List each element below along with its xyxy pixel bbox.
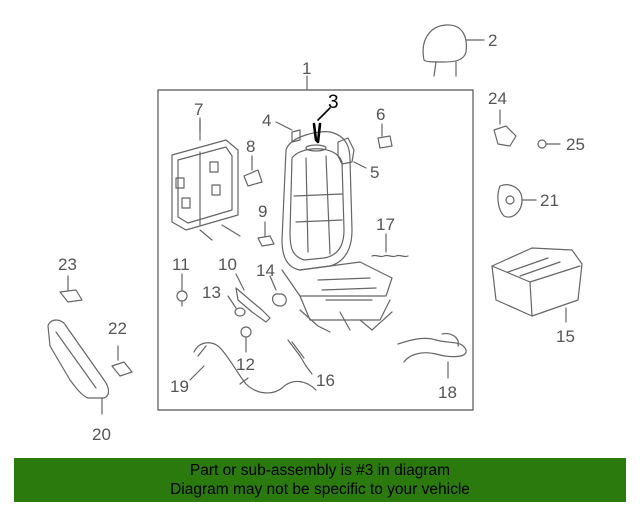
- callout-24: 24: [488, 89, 507, 108]
- callout-16: 16: [316, 371, 335, 390]
- part-18: [397, 333, 467, 379]
- callout-12: 12: [236, 355, 255, 374]
- part-17: [371, 233, 409, 258]
- part-12: [240, 326, 252, 353]
- callout-2: 2: [488, 31, 498, 50]
- part-10: [235, 273, 271, 323]
- part-20: [47, 319, 110, 415]
- callout-19: 19: [170, 377, 189, 396]
- callout-5: 5: [370, 163, 380, 182]
- banner-line-1: Part or sub-assembly is #3 in diagram: [189, 462, 451, 479]
- banner-line-2: Diagram may not be specific to your vehi…: [170, 481, 470, 498]
- callout-22: 22: [108, 319, 127, 338]
- callout-23: 23: [58, 255, 77, 274]
- part-4: [275, 121, 301, 143]
- part-11: [176, 273, 188, 307]
- callout-14: 14: [256, 261, 275, 280]
- part-16: [287, 339, 313, 375]
- callout-6: 6: [376, 105, 386, 124]
- part-15: [491, 247, 583, 323]
- disclaimer-banner: Part or sub-assembly is #3 in diagram Di…: [14, 458, 626, 502]
- part-23: [59, 275, 83, 303]
- callout-17: 17: [376, 215, 395, 234]
- callout-13: 13: [202, 283, 221, 302]
- seat-main-part: [281, 131, 393, 333]
- callout-4: 4: [262, 111, 272, 130]
- callout-21: 21: [540, 191, 559, 210]
- seatback-frame-part: [171, 119, 241, 241]
- part-22: [111, 345, 133, 377]
- part-19: [189, 342, 317, 394]
- part-9: [257, 221, 275, 247]
- callout-1: 1: [302, 59, 312, 78]
- callout-7: 7: [194, 100, 204, 119]
- part-5: [337, 137, 367, 169]
- callout-8: 8: [246, 137, 256, 156]
- part-24: [493, 109, 517, 147]
- callout-18: 18: [438, 383, 457, 402]
- callout-9: 9: [258, 202, 268, 221]
- callout-20: 20: [92, 425, 111, 444]
- part-3-highlighted: [312, 107, 331, 144]
- part-14: [269, 275, 287, 307]
- callout-11: 11: [172, 255, 190, 274]
- callout-15: 15: [556, 327, 575, 346]
- part-25: [537, 139, 561, 149]
- callout-3: 3: [328, 92, 339, 113]
- part-8: [243, 155, 263, 187]
- part-6: [377, 123, 393, 149]
- part-13: [227, 295, 246, 317]
- part-21: [497, 184, 537, 218]
- callout-10: 10: [218, 255, 237, 274]
- assembly-frame: [157, 89, 474, 411]
- headrest-part: [422, 24, 485, 77]
- callout-25: 25: [566, 135, 585, 154]
